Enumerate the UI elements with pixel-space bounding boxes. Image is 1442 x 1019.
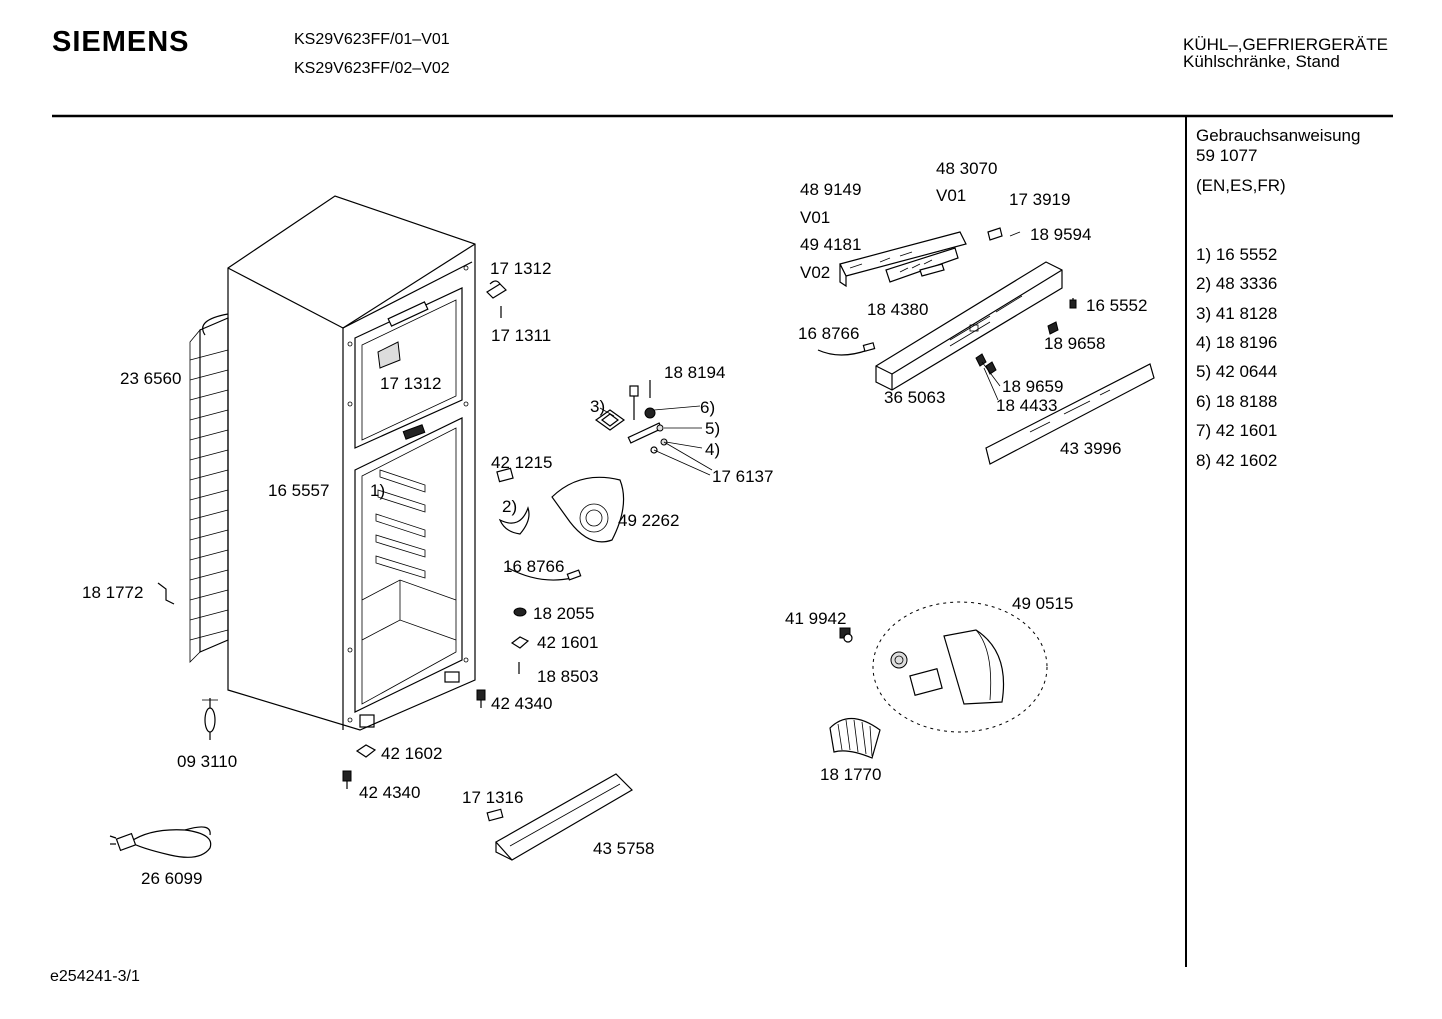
sensor-168766 <box>507 567 573 581</box>
legend-item: 3) 41 8128 <box>1196 304 1278 323</box>
category-title: KÜHL–,GEFRIERGERÄTE <box>1183 35 1388 54</box>
legend-item: 5) 42 0644 <box>1196 362 1278 381</box>
clip-171316 <box>486 808 504 822</box>
part-label: 43 3996 <box>1060 439 1122 458</box>
category-subtitle: Kühlschränke, Stand <box>1183 52 1340 71</box>
variant-label: V02 <box>800 263 831 282</box>
part-label: 18 8194 <box>664 363 726 382</box>
part-label: 41 9942 <box>785 609 847 628</box>
legend-item: 6) 18 8188 <box>1196 392 1278 411</box>
part-label: 42 1602 <box>381 744 443 763</box>
part-label: 42 4340 <box>491 694 553 713</box>
bracket-181772 <box>157 582 175 605</box>
drawing-id: e254241-3/1 <box>50 968 140 985</box>
part-label: 26 6099 <box>141 869 203 888</box>
part-label: 43 5758 <box>593 839 655 858</box>
manual-number: 59 1077 <box>1196 146 1258 165</box>
refrigerator-cabinet <box>227 195 476 731</box>
part-label: 49 4181 <box>800 235 862 254</box>
manual-label: Gebrauchsanweisung <box>1196 126 1361 145</box>
part-label: 42 1215 <box>491 453 553 472</box>
marker-label: 6) <box>700 398 716 417</box>
part-label: 49 2262 <box>618 511 680 530</box>
part-label: 17 1312 <box>380 374 442 393</box>
manual-languages: (EN,ES,FR) <box>1196 176 1286 195</box>
part-label: 17 1316 <box>462 788 524 807</box>
part-label: 18 1770 <box>820 765 882 784</box>
control-panel-parts <box>817 227 1155 465</box>
part-label: 17 1312 <box>490 259 552 278</box>
part-label: 16 8766 <box>503 557 565 576</box>
part-label: 17 3919 <box>1009 190 1071 209</box>
marker-label: 4) <box>705 440 721 459</box>
screw-424340a <box>476 689 486 708</box>
legend-item: 7) 42 1601 <box>1196 421 1278 440</box>
model-number-1: KS29V623FF/01–V01 <box>294 31 450 48</box>
legend-item: 2) 48 3336 <box>1196 274 1278 293</box>
door-hardware-group <box>594 380 713 476</box>
part-label: 36 5063 <box>884 388 946 407</box>
marker-label: 2) <box>502 497 518 516</box>
part-label: 16 5552 <box>1086 296 1148 315</box>
power-cord-266099 <box>109 826 212 858</box>
legend-item: 4) 18 8196 <box>1196 333 1278 352</box>
clip-421602 <box>355 744 377 758</box>
part-label: 49 0515 <box>1012 594 1074 613</box>
part-label: 18 2055 <box>533 604 595 623</box>
lamp-assembly <box>829 601 1048 759</box>
clip-421601 <box>510 636 530 649</box>
part-label: 18 9658 <box>1044 334 1106 353</box>
part-label: 16 5557 <box>268 481 330 500</box>
part-label: 18 4380 <box>867 300 929 319</box>
part-label: 18 9594 <box>1030 225 1092 244</box>
model-number-2: KS29V623FF/02–V02 <box>294 60 450 77</box>
part-label: 42 1601 <box>537 633 599 652</box>
kick-plate-435758 <box>495 773 633 861</box>
part-label: 16 8766 <box>798 324 860 343</box>
part-label: 17 1311 <box>491 326 552 345</box>
part-label: 18 9659 <box>1002 377 1064 396</box>
part-label: 09 3110 <box>177 752 238 771</box>
capillary-093110 <box>202 698 218 740</box>
marker-label: 3) <box>590 397 606 416</box>
part-label: 48 9149 <box>800 180 862 199</box>
hinge-171312 <box>486 280 507 318</box>
legend-item: 8) 42 1602 <box>1196 451 1278 470</box>
fan-492262 <box>498 476 625 543</box>
cover-421215 <box>496 467 514 483</box>
part-label: 48 3070 <box>936 159 998 178</box>
condenser-coil <box>189 313 229 663</box>
part-label: 18 4433 <box>996 396 1058 415</box>
grommet-182055 <box>513 607 527 617</box>
part-label: 18 8503 <box>537 667 599 686</box>
variant-label: V01 <box>936 186 967 205</box>
part-label: 17 6137 <box>712 467 774 486</box>
brand-logo: SIEMENS <box>52 26 190 58</box>
part-label: 23 6560 <box>120 369 182 388</box>
variant-label: V01 <box>800 208 831 227</box>
legend-item: 1) 16 5552 <box>1196 245 1278 264</box>
screw-424340b <box>342 770 352 789</box>
part-label: 42 4340 <box>359 783 421 802</box>
marker-label: 5) <box>705 419 721 438</box>
marker-label: 1) <box>370 481 386 500</box>
part-label: 18 1772 <box>82 583 144 602</box>
